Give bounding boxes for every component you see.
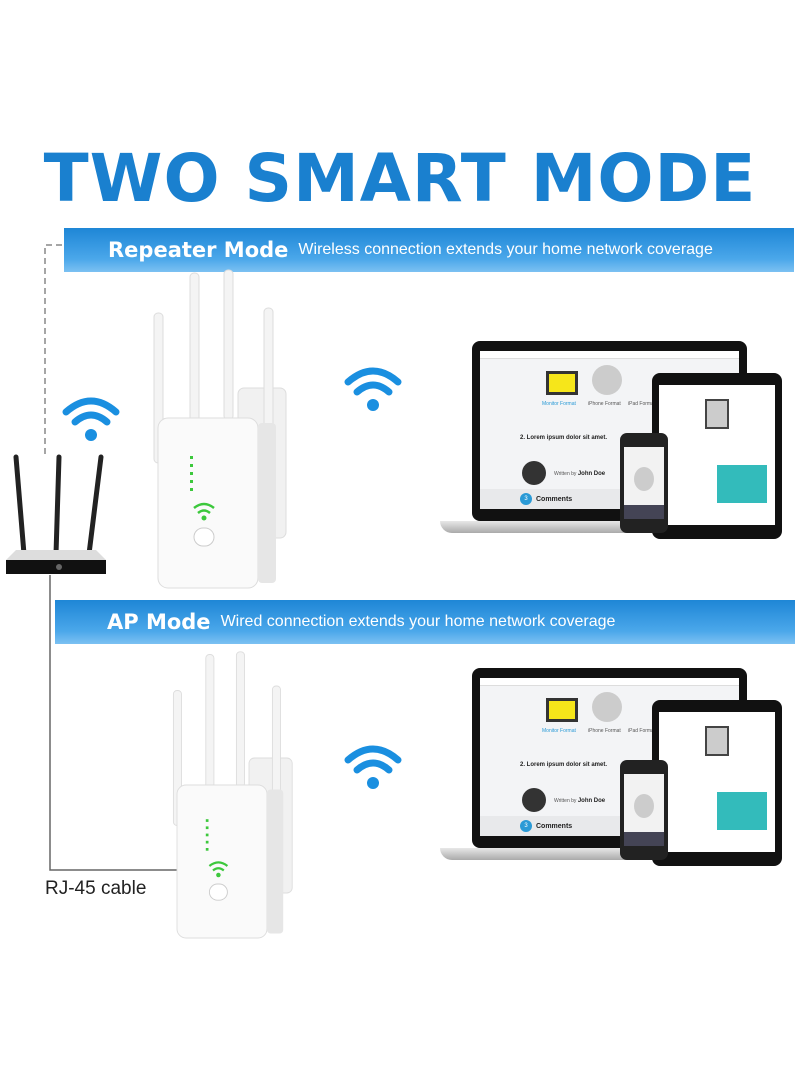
comments-heading: Comments	[536, 496, 573, 503]
wifi-repeater	[168, 650, 294, 947]
cable-label: RJ-45 cable	[45, 878, 147, 899]
author: John Doe	[577, 798, 606, 804]
written-by: Written by	[554, 798, 577, 804]
iphone-format: iPhone Format	[588, 728, 621, 734]
comments-count: 3	[520, 820, 532, 832]
wifi-icon	[344, 367, 402, 411]
ipad-format: iPad Format	[628, 728, 656, 734]
wifi-icon	[344, 745, 402, 789]
mode-description: Wireless connection extends your home ne…	[298, 241, 713, 258]
smartphone	[620, 760, 668, 860]
author: John Doe	[577, 471, 606, 477]
mode-description: Wired connection extends your home netwo…	[220, 613, 616, 630]
smartphone	[620, 433, 668, 533]
repeater-mode-banner: Repeater Mode Wireless connection extend…	[64, 228, 794, 272]
mode-label: Repeater Mode	[108, 238, 289, 262]
devices-group: Monitor Format iPhone Format iPad Format…	[440, 335, 782, 545]
devices-group: Monitor Format iPhone Format iPad Format…	[440, 662, 782, 872]
monitor-format: Monitor Format	[542, 728, 576, 734]
router	[6, 454, 106, 574]
article-heading: 2. Lorem ipsum dolor sit amet.	[520, 762, 608, 768]
ipad-format: iPad Format	[628, 401, 656, 407]
tablet	[652, 373, 782, 539]
tablet	[652, 700, 782, 866]
article-heading: 2. Lorem ipsum dolor sit amet.	[520, 435, 608, 441]
wifi-repeater	[148, 268, 288, 598]
mode-label: AP Mode	[107, 610, 211, 634]
page-title: TWO SMART MODE	[43, 140, 757, 217]
wifi-icon	[62, 397, 120, 441]
written-by: Written by	[554, 471, 577, 477]
monitor-format: Monitor Format	[542, 401, 576, 407]
iphone-format: iPhone Format	[588, 401, 621, 407]
comments-heading: Comments	[536, 823, 573, 830]
comments-count: 3	[520, 493, 532, 505]
ap-mode-banner: AP Mode Wired connection extends your ho…	[55, 600, 795, 644]
